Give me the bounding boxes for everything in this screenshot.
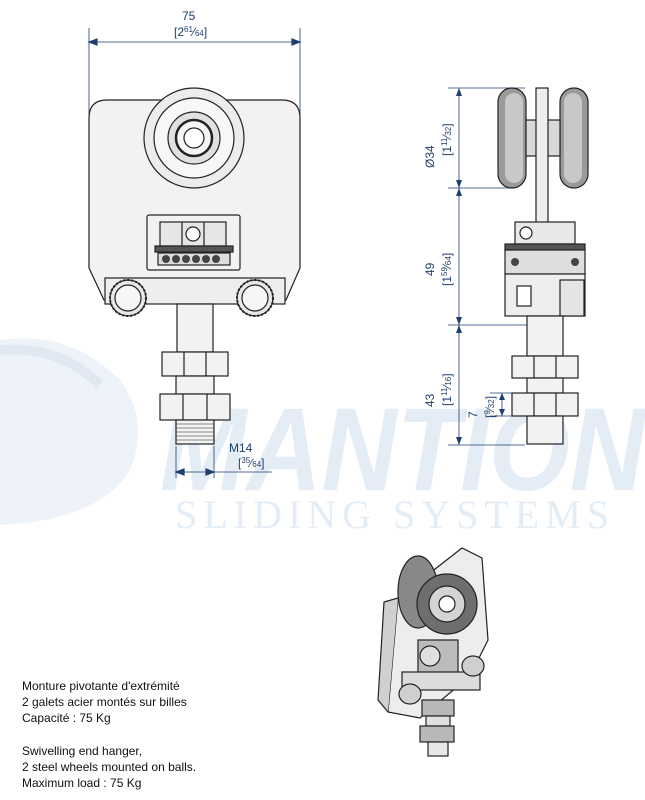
front-view: 75 [261⁄64]: [87, 9, 302, 478]
side-stem-upper: [526, 315, 564, 357]
side-nut-top: [511, 355, 579, 379]
body-height-inch-label: [159⁄64]: [440, 253, 454, 286]
left-knob: [109, 279, 147, 317]
side-stem-middle: [526, 377, 564, 394]
description-en-line1: Swivelling end hanger,: [22, 744, 143, 758]
description-english: Swivelling end hanger, 2 steel wheels mo…: [22, 743, 196, 791]
iso-stem-end: [427, 741, 449, 757]
right-knob: [236, 279, 274, 317]
wheel-diameter-mm-label: Ø34: [423, 145, 437, 168]
watermark: MANTION SLIDING SYSTEMS: [0, 338, 645, 537]
description-en-line3: Maximum load : 75 Kg: [22, 776, 142, 790]
description-fr-line3: Capacité : 75 Kg: [22, 711, 111, 725]
side-bearing-balls: [511, 258, 579, 266]
thread-length-mm-label: 43: [423, 393, 437, 407]
threaded-stem-middle: [175, 375, 215, 395]
body-height-mm-label: 49: [423, 262, 437, 276]
iso-nut-top: [421, 699, 455, 717]
ball-bearings: [162, 255, 220, 263]
nut-height-mm-label: 7: [466, 411, 480, 418]
side-nut-bottom: [511, 392, 579, 417]
watermark-tagline: SLIDING SYSTEMS: [175, 492, 615, 537]
swivel-washer: [154, 245, 234, 253]
thread-mm-label: M14: [229, 441, 253, 455]
width-inch-label: [261⁄64]: [174, 25, 207, 39]
iso-nut-bottom: [419, 725, 455, 743]
iso-swivel-nut: [419, 645, 441, 667]
wheel-diameter-inch-label: [111⁄32]: [440, 123, 454, 156]
iso-stem: [425, 715, 451, 727]
width-dimension: [87, 28, 302, 125]
nut-height-inch-label: [9⁄32]: [483, 396, 497, 418]
description-french: Monture pivotante d'extrémité 2 galets a…: [22, 678, 187, 726]
hex-nut-top: [161, 351, 229, 377]
height-dimension-lines: [456, 88, 505, 445]
thread-lines: [176, 423, 214, 441]
thread-inch-label: [35⁄64]: [238, 456, 265, 470]
watermark-swoosh-arc: [0, 344, 104, 389]
iso-axle: [438, 595, 456, 613]
side-pin: [519, 226, 533, 240]
side-knob-right: [559, 279, 585, 317]
side-knob-left: [516, 285, 532, 307]
hex-nut-bottom: [159, 393, 231, 421]
side-washer: [504, 243, 586, 251]
description-fr-line2: 2 galets acier montés sur billes: [22, 695, 187, 709]
side-view: Ø34 [111⁄32] 49 [159⁄64] 43 [111⁄16] 7 […: [423, 87, 589, 446]
iso-knob-right: [461, 655, 485, 677]
wheel-axle: [183, 127, 205, 149]
iso-knob-left: [398, 683, 422, 705]
iso-base-bar: [401, 671, 481, 691]
threaded-stem-upper: [176, 303, 214, 353]
iso-plate-edge: [377, 597, 399, 713]
hanger-plate: [88, 99, 301, 301]
side-stem-end: [526, 415, 564, 445]
description-fr-line1: Monture pivotante d'extrémité: [22, 679, 180, 693]
thread-dimension: [174, 446, 272, 478]
watermark-swoosh: [0, 338, 138, 525]
width-mm-label: 75: [182, 9, 196, 23]
description-en-line2: 2 steel wheels mounted on balls.: [22, 760, 197, 774]
swivel-bolt-head: [185, 226, 201, 242]
isometric-view: [377, 547, 489, 757]
thread-length-inch-label: [111⁄16]: [440, 373, 454, 406]
